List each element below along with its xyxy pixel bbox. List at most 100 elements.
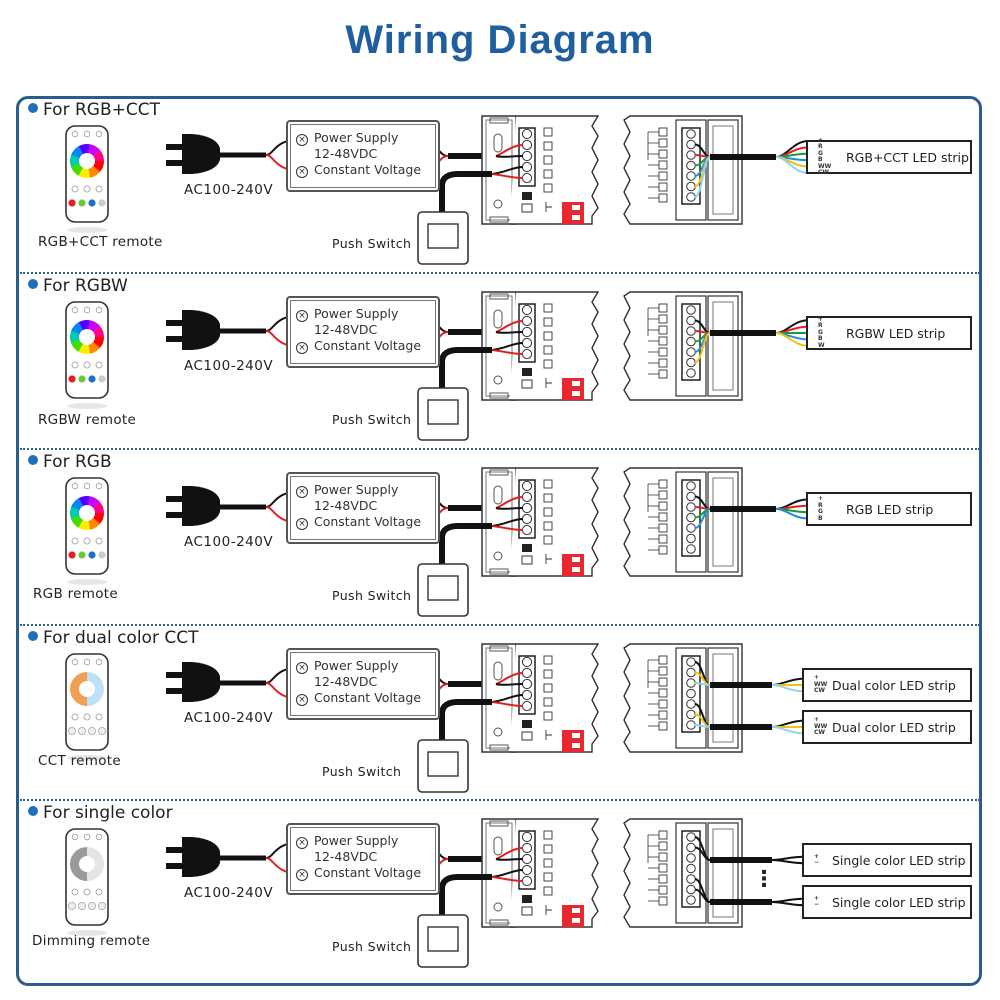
ac-plug-icon xyxy=(166,134,266,174)
strip-pin-label: CW xyxy=(818,169,830,176)
section-heading-text: For dual color CCT xyxy=(43,628,199,648)
strip-pin-label: + xyxy=(814,716,820,724)
remote-control-icon xyxy=(65,653,109,761)
strip-pin-label: B xyxy=(818,335,823,343)
strip-wire xyxy=(771,726,805,735)
section-heading: For RGB+CCT xyxy=(28,100,160,120)
push-switch-icon[interactable] xyxy=(417,874,492,968)
terminal-icon: × xyxy=(296,166,308,178)
remote-control-icon xyxy=(65,828,109,936)
wiring-canvas xyxy=(65,643,805,793)
bullet-icon xyxy=(28,103,38,113)
strip-pin-label: + xyxy=(814,894,820,902)
power-supply-line1: Power Supply xyxy=(314,130,399,145)
wiring-canvas xyxy=(65,115,809,265)
output-wire xyxy=(694,332,711,364)
led-strip-label: RGBW LED strip xyxy=(846,326,946,341)
power-supply-line2: 12-48VDC xyxy=(314,146,378,161)
ac-voltage-label: AC100-240V xyxy=(184,182,274,198)
controller-output xyxy=(623,818,743,928)
strip-pin-label: R xyxy=(818,143,823,150)
strip-pin-label: G xyxy=(818,508,823,515)
bullet-icon xyxy=(28,279,38,289)
section-heading: For RGB xyxy=(28,452,112,472)
output-wire xyxy=(694,888,711,903)
section-heading-text: For RGB+CCT xyxy=(43,100,160,120)
power-supply-line2: 12-48VDC xyxy=(314,322,378,337)
section-divider xyxy=(20,799,980,801)
push-switch-icon[interactable] xyxy=(417,523,492,617)
output-wire xyxy=(694,156,711,198)
section-divider xyxy=(20,272,980,274)
controller-receiver xyxy=(481,115,600,225)
output-wire xyxy=(694,682,711,686)
strip-pin-label: B xyxy=(818,514,823,522)
push-switch-label: Push Switch xyxy=(332,588,412,603)
power-supply-line1: Power Supply xyxy=(314,482,399,497)
power-supply-line3: Constant Voltage xyxy=(314,514,422,529)
controller-output xyxy=(623,643,743,753)
strip-pin-label: + xyxy=(818,495,824,502)
led-strip-label: RGB LED strip xyxy=(846,502,934,517)
controller-receiver xyxy=(481,818,600,928)
dip-switch[interactable] xyxy=(562,378,584,400)
power-supply-line1: Power Supply xyxy=(314,658,399,673)
power-supply-line3: Constant Voltage xyxy=(314,338,422,353)
terminal-icon: × xyxy=(296,518,308,530)
remote-control-icon xyxy=(65,301,109,409)
strip-wire xyxy=(775,156,809,174)
strip-pin-label: WW xyxy=(818,162,832,170)
terminal-icon: × xyxy=(296,134,308,146)
section-heading: For dual color CCT xyxy=(28,628,198,648)
strip-pin-label: WW xyxy=(814,722,828,730)
push-switch-icon[interactable] xyxy=(417,171,492,265)
diagram-frame xyxy=(16,96,982,986)
output-wire xyxy=(694,508,711,529)
ac-plug-icon xyxy=(166,837,266,877)
strip-pin-label: W xyxy=(818,341,825,349)
section-divider xyxy=(20,624,980,626)
strip-wire xyxy=(775,332,809,347)
remote-control-icon xyxy=(65,477,109,585)
controller-output xyxy=(623,467,743,577)
led-strip-label: Dual color LED strip xyxy=(832,678,956,693)
power-supply-line2: 12-48VDC xyxy=(314,498,378,513)
strip-wire xyxy=(771,684,805,693)
dip-switch[interactable] xyxy=(562,554,584,576)
section-heading: For single color xyxy=(28,803,173,823)
output-wire xyxy=(694,846,711,861)
bullet-icon xyxy=(28,806,38,816)
ac-plug-icon xyxy=(166,662,266,702)
strip-pin-label: − xyxy=(814,859,820,866)
remote-label: RGBW remote xyxy=(38,412,137,428)
controller-output xyxy=(623,115,743,225)
page-title: Wiring Diagram xyxy=(345,18,655,62)
push-switch-icon[interactable] xyxy=(417,699,492,793)
push-switch-label: Push Switch xyxy=(332,412,412,427)
controller-receiver xyxy=(481,467,600,577)
push-switch-icon[interactable] xyxy=(417,347,492,441)
bullet-icon xyxy=(28,455,38,465)
ac-voltage-label: AC100-240V xyxy=(184,358,274,374)
strip-wire xyxy=(771,859,805,865)
dip-switch[interactable] xyxy=(562,730,584,752)
dip-switch[interactable] xyxy=(562,202,584,224)
strip-pin-label: + xyxy=(818,315,824,323)
more-strips-ellipsis: ⋮ xyxy=(753,867,775,892)
power-supply-line1: Power Supply xyxy=(314,306,399,321)
dip-switch[interactable] xyxy=(562,905,584,927)
strip-pin-label: WW xyxy=(814,680,828,688)
